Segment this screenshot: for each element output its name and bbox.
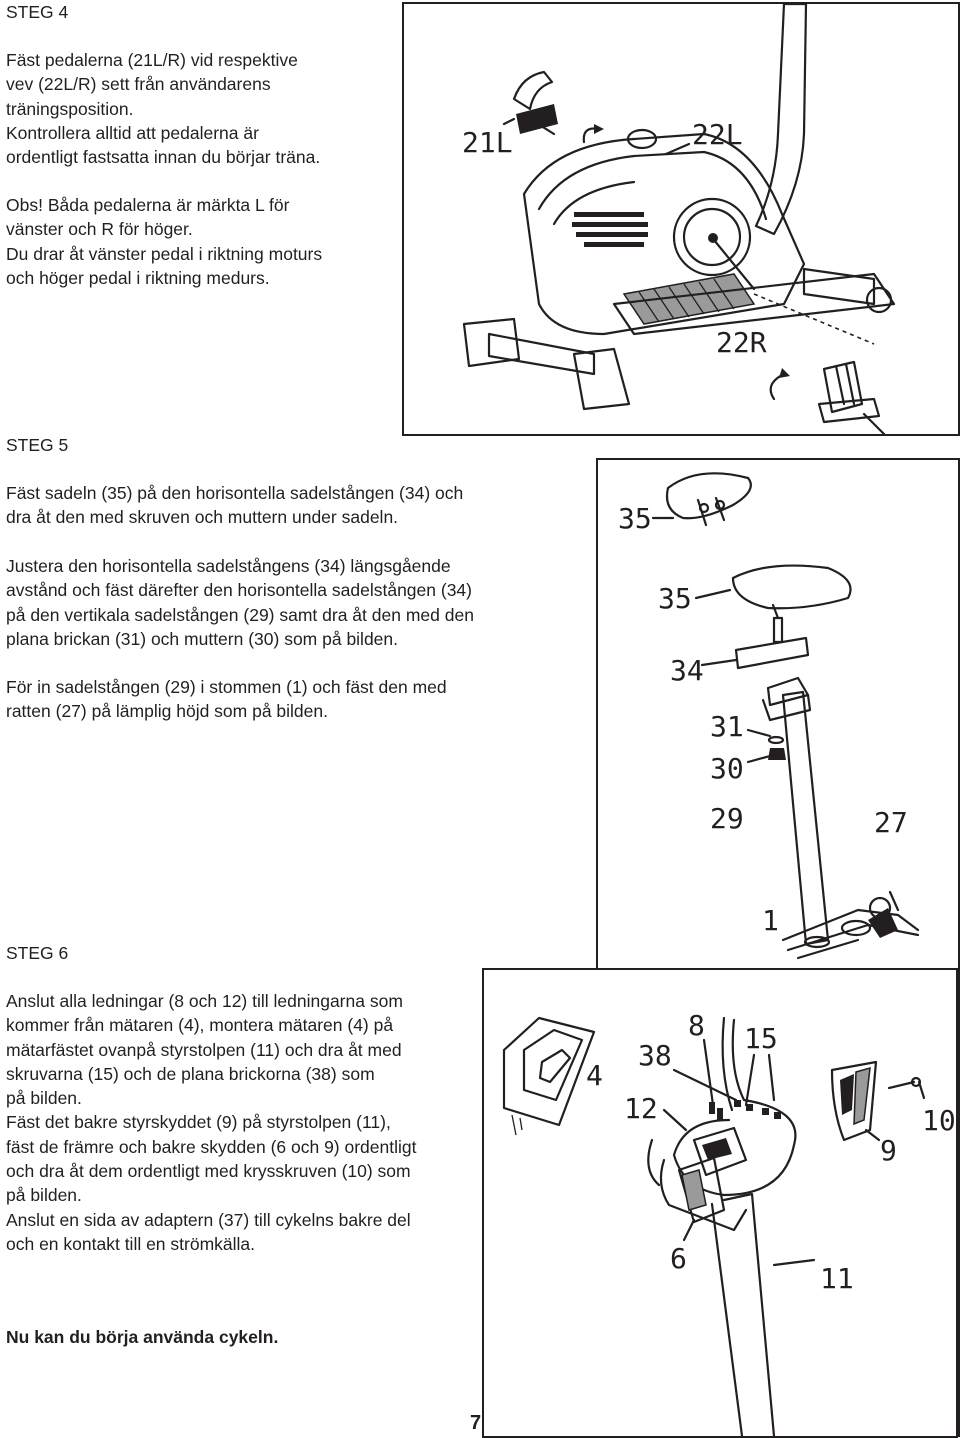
washer-icon [767,735,785,745]
horizontal-slider-icon [734,636,810,670]
label-30: 30 [710,752,744,785]
step4-instructions: Fäst pedalerna (21L/R) vid respektive ve… [6,50,321,168]
crank-arm-icon [712,238,756,291]
label-21L: 21L [462,126,513,159]
step4-heading: STEG 4 [6,2,69,22]
label-10: 10 [922,1104,956,1137]
left-pedal-icon [512,70,558,136]
crank-hub-icon [672,197,752,277]
label-35-top: 35 [618,502,652,535]
saddle-icon [731,564,852,610]
label-22L: 22L [692,118,743,151]
handlebar-icon [647,1016,797,1232]
step5-instructions-1: Fäst sadeln (35) på den horisontella sad… [6,483,464,528]
label-27: 27 [874,806,908,839]
label-4: 4 [586,1059,603,1092]
label-12: 12 [624,1092,658,1125]
nut-icon [768,748,786,760]
adjustment-knob-icon [868,896,892,920]
grille-icon [622,273,756,325]
upright-post-icon [754,4,808,236]
screws-icon [709,1100,781,1120]
console-bracket-icon [692,1126,748,1177]
label-22R: 22R [716,326,767,359]
vent-slots-icon [572,212,648,247]
flywheel-housing-icon [522,132,806,336]
front-stabilizer-icon [802,267,876,306]
step5-heading: STEG 5 [6,435,69,455]
cross-screw-icon [887,1080,916,1090]
handlebar-post-icon [722,1192,776,1436]
label-31: 31 [710,710,744,743]
step4-note: Obs! Båda pedalerna är märkta L för väns… [6,195,323,288]
step5-instructions-3: För in sadelstången (29) i stommen (1) o… [6,677,447,722]
final-note: Nu kan du börja använda cykeln. [6,1327,279,1347]
saddle-top-icon [665,472,752,527]
rear-cover-icon [830,1060,878,1142]
seat-post-icon [781,690,830,946]
step6-console-figure: 4 8 38 15 12 [482,968,958,1438]
label-11: 11 [820,1262,854,1295]
console-icon [502,1016,596,1136]
right-pedal-icon [817,360,881,424]
rear-stabilizer-icon [462,317,521,368]
step6-instructions: Anslut alla ledningar (8 och 12) till le… [6,991,417,1254]
page-number: 7 [470,1412,482,1434]
label-15: 15 [744,1022,778,1055]
step4-pedal-figure: 21L 22L 22R [402,2,960,436]
label-38: 38 [638,1039,672,1072]
label-35: 35 [658,582,692,615]
rotate-cw-arrow-icon [769,372,786,401]
label-29: 29 [710,802,744,835]
step5-instructions-2: Justera den horisontella sadelstångens (… [6,556,474,649]
label-8: 8 [688,1009,705,1042]
label-34: 34 [670,654,704,687]
step6-heading: STEG 6 [6,943,69,963]
label-9: 9 [880,1134,897,1167]
label-1: 1 [762,904,779,937]
frame-icon [781,908,920,960]
label-6: 6 [670,1242,687,1275]
